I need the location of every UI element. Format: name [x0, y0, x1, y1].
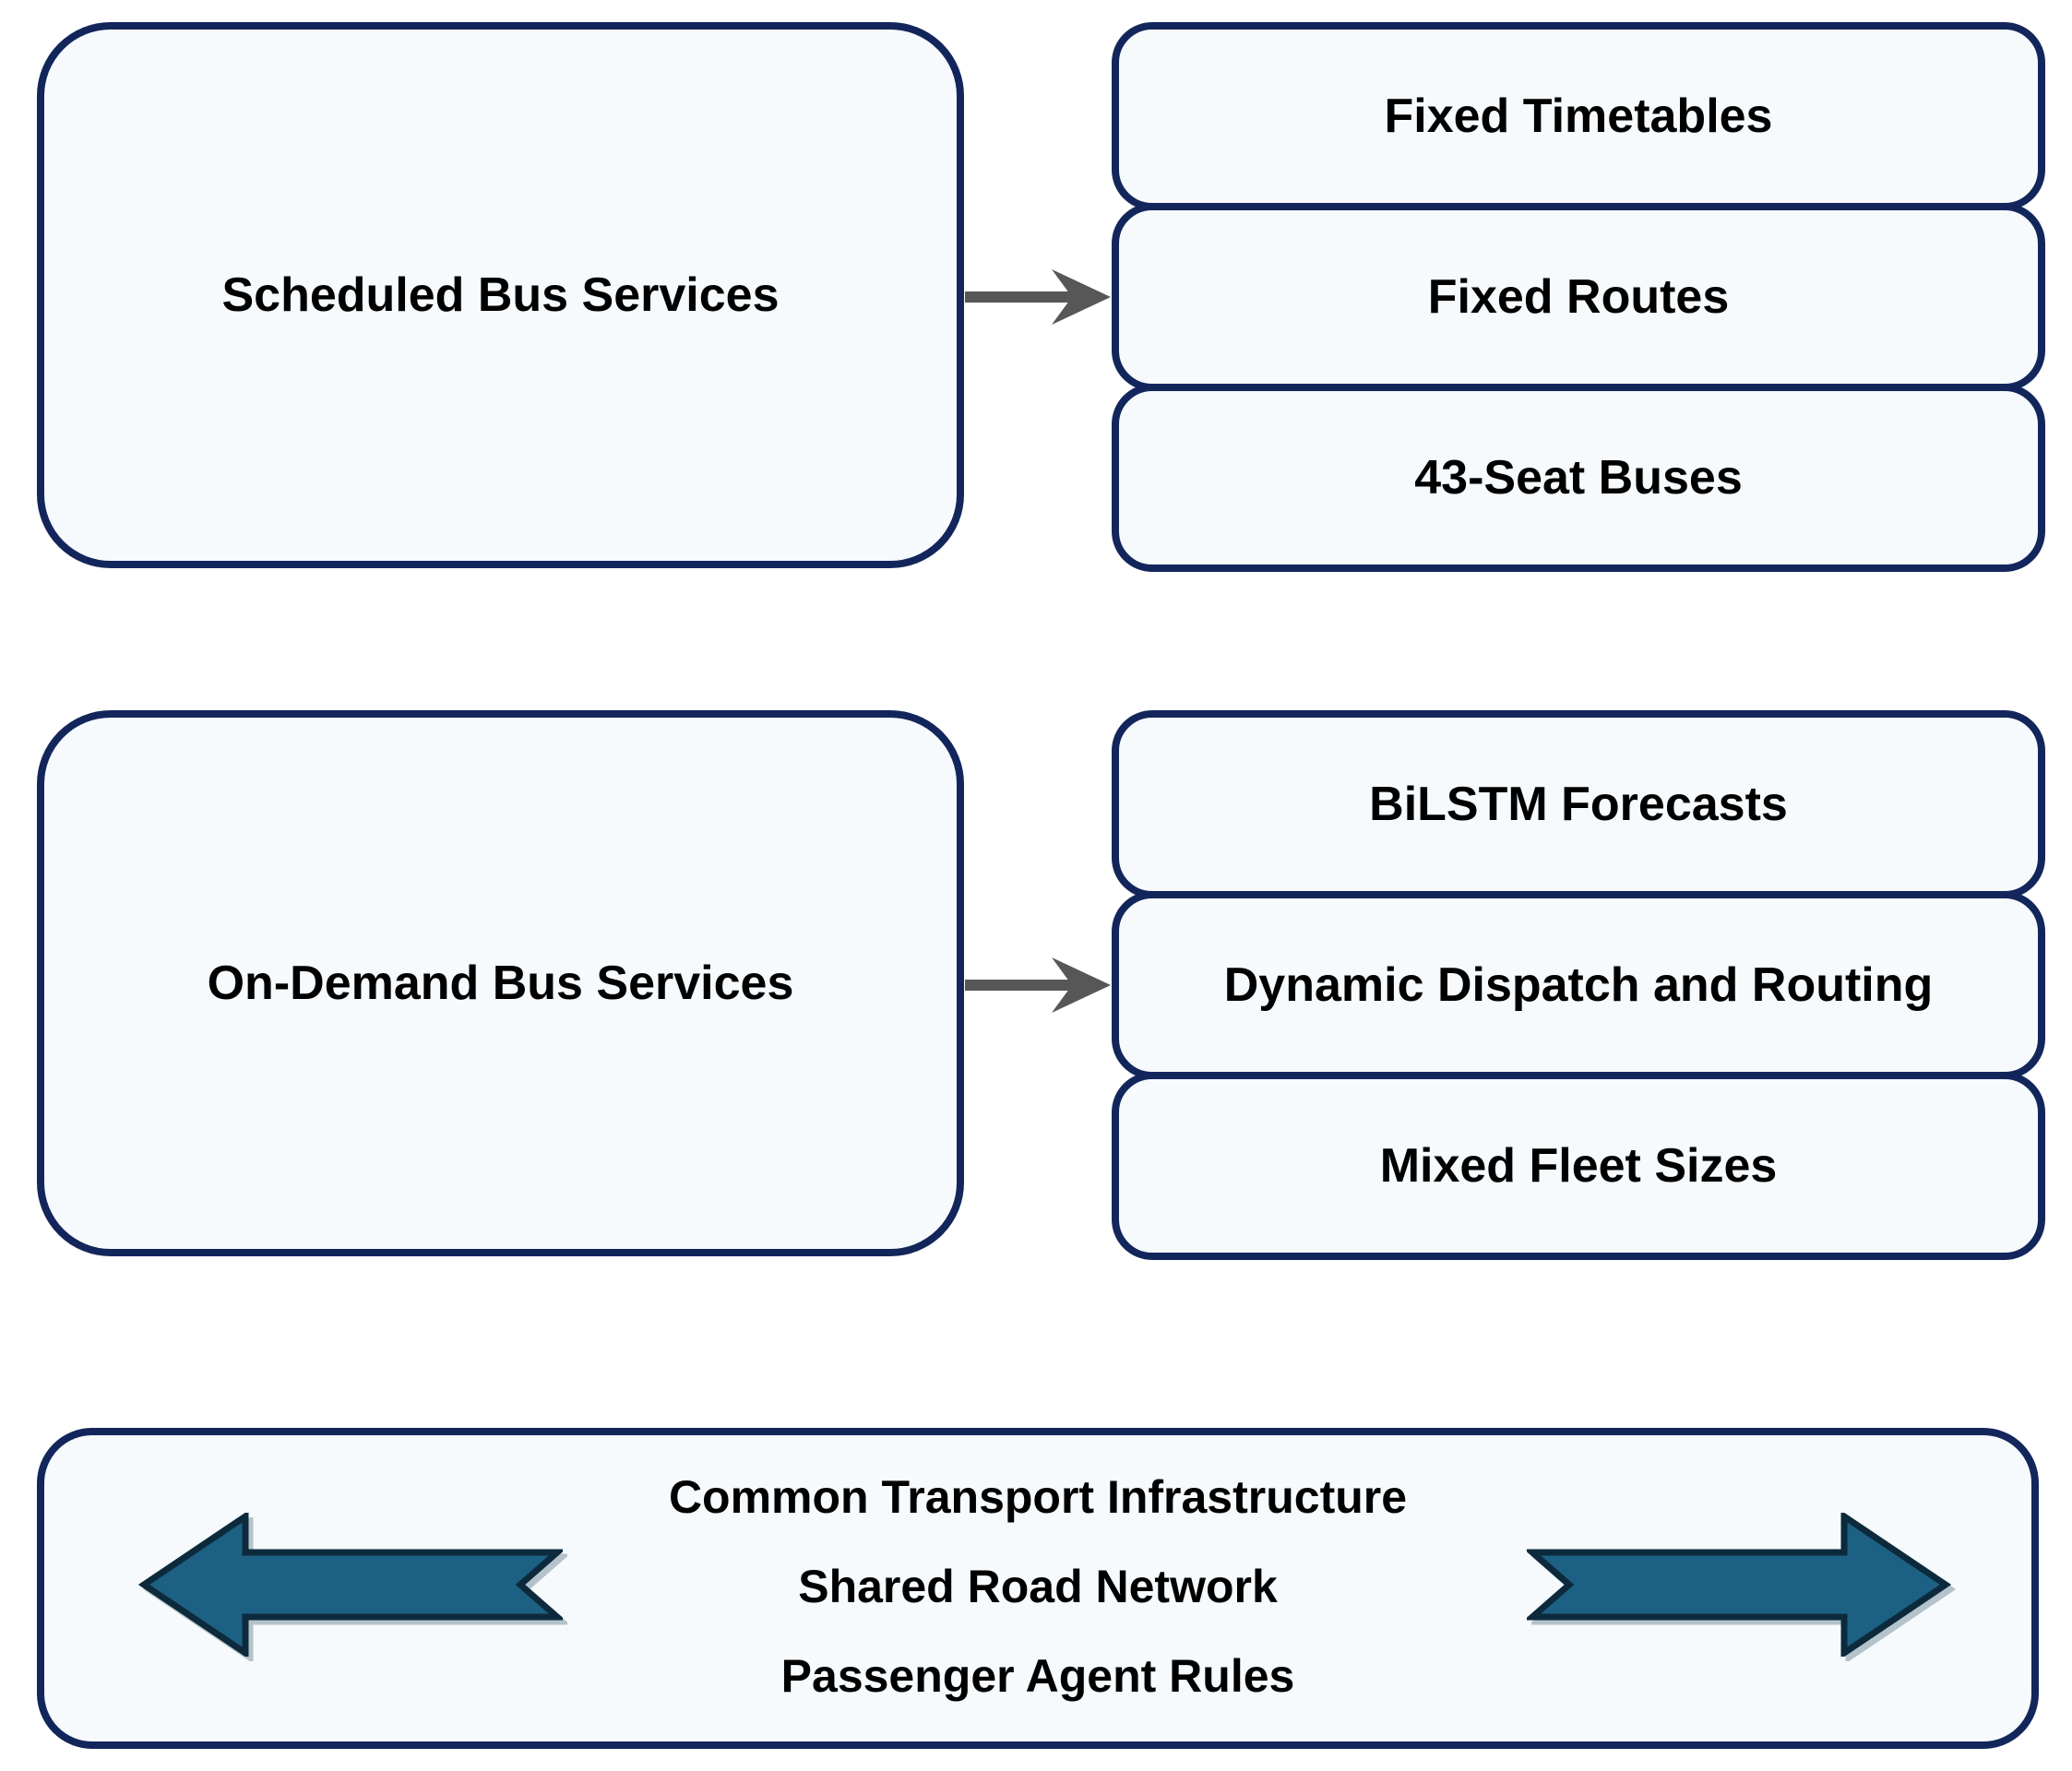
- common-transport-infrastructure-line: Common Transport Infrastructure: [668, 1471, 1408, 1523]
- common-infrastructure-text: Common Transport Infrastructure Shared R…: [37, 1453, 2039, 1721]
- shared-road-network-line: Shared Road Network: [798, 1561, 1278, 1612]
- on-demand-bus-services-label: On-Demand Bus Services: [207, 957, 794, 1010]
- on-demand-features-stack: BiLSTM Forecasts Dynamic Dispatch and Ro…: [1112, 710, 2045, 1260]
- dynamic-dispatch-routing-label: Dynamic Dispatch and Routing: [1223, 958, 1934, 1012]
- fixed-timetables-label: Fixed Timetables: [1384, 89, 1773, 143]
- passenger-agent-rules-line: Passenger Agent Rules: [780, 1650, 1295, 1702]
- mixed-fleet-sizes-label: Mixed Fleet Sizes: [1379, 1139, 1778, 1193]
- scheduled-bus-services-label: Scheduled Bus Services: [221, 268, 780, 322]
- bilstm-forecasts-label: BiLSTM Forecasts: [1369, 778, 1788, 831]
- scheduled-bus-services-box: Scheduled Bus Services: [37, 22, 964, 568]
- dynamic-dispatch-routing-box: Dynamic Dispatch and Routing: [1112, 891, 2045, 1079]
- fixed-routes-label: Fixed Routes: [1427, 270, 1730, 324]
- right-arrow-connector-icon: [965, 957, 1111, 1013]
- on-demand-bus-services-box: On-Demand Bus Services: [37, 710, 964, 1256]
- fixed-timetables-box: Fixed Timetables: [1112, 22, 2045, 210]
- scheduled-features-stack: Fixed Timetables Fixed Routes 43-Seat Bu…: [1112, 22, 2045, 572]
- 43-seat-buses-box: 43-Seat Buses: [1112, 384, 2045, 572]
- left-block-arrow-icon: [138, 1513, 563, 1657]
- right-block-arrow-icon: [1527, 1513, 1951, 1657]
- mixed-fleet-sizes-box: Mixed Fleet Sizes: [1112, 1072, 2045, 1260]
- 43-seat-buses-label: 43-Seat Buses: [1414, 451, 1743, 505]
- fixed-routes-box: Fixed Routes: [1112, 203, 2045, 391]
- bilstm-forecasts-box: BiLSTM Forecasts: [1112, 710, 2045, 898]
- right-arrow-connector-icon: [965, 269, 1111, 325]
